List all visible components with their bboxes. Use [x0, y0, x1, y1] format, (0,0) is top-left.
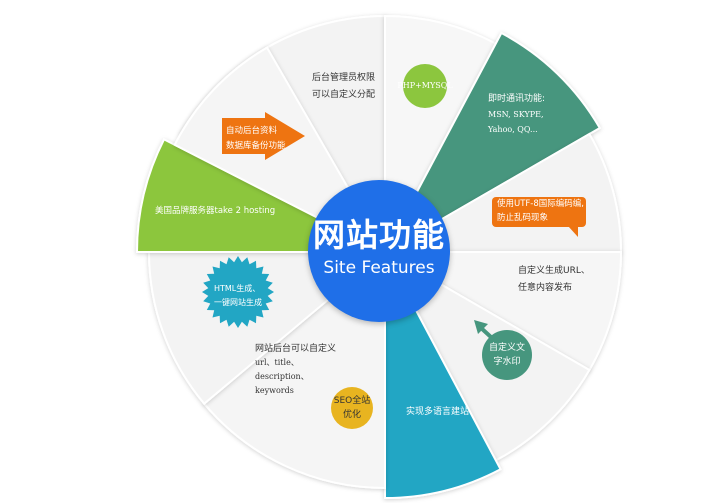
watermark-line-2: 字水印	[493, 357, 521, 367]
html-line-1: HTML生成、	[214, 284, 261, 293]
custom-line-4: keywords	[255, 386, 294, 395]
php-mysql-badge: PHP+MYSQL	[397, 64, 453, 108]
center-subtitle: Site Features	[323, 258, 435, 278]
multilang-segment	[384, 251, 502, 500]
seo-line-2: 优化	[342, 410, 361, 420]
im-line-1: 即时通讯功能:	[488, 94, 546, 104]
url-label: 自定义生成URL、 任意内容发布	[518, 263, 590, 297]
utf8-speech-bubble: 使用UTF-8国际编码编, 防止乱码现象	[492, 197, 586, 237]
custom-line-1: 网站后台可以自定义	[255, 344, 337, 354]
center-circle: 网站功能 Site Features	[308, 180, 450, 322]
orange-arrow-icon	[222, 112, 305, 160]
url-line-1: 自定义生成URL、	[518, 266, 590, 276]
im-segment	[382, 31, 602, 255]
backup-line-2: 数据库备份功能	[226, 141, 286, 151]
custom-line-2: url、title、	[255, 358, 299, 367]
im-line-2: MSN, SKYPE,	[488, 110, 544, 119]
html-label: HTML生成、 一键网站生成	[214, 282, 262, 310]
backup-line-1: 自动后台资料	[226, 126, 278, 136]
url-line-2: 任意内容发布	[518, 283, 573, 293]
custom-line-3: description、	[255, 372, 309, 381]
backup-label: 自动后台资料 数据库备份功能	[226, 124, 286, 154]
watermark-badge: 自定义文字水印	[482, 330, 532, 380]
utf8-line-1: 使用UTF-8国际编码编,	[497, 199, 584, 209]
admin-line-2: 可以自定义分配	[312, 90, 376, 100]
seo-badge: SEO全站优化	[331, 387, 373, 429]
center-title: 网站功能	[312, 216, 445, 254]
php-mysql-label: PHP+MYSQL	[397, 81, 453, 90]
hosting-label: 美国品牌服务器take 2 hosting	[155, 206, 276, 216]
admin-line-1: 后台管理员权限	[312, 73, 376, 83]
utf8-line-2: 防止乱码现象	[497, 213, 549, 223]
custom-seo-segment	[202, 249, 386, 490]
html-line-2: 一键网站生成	[214, 298, 262, 307]
multilang-label: 实现多语言建站	[406, 407, 470, 417]
im-line-3: Yahoo, QQ...	[488, 125, 538, 134]
watermark-line-1: 自定义文	[488, 343, 525, 353]
custom-seo-label: 网站后台可以自定义 url、title、 description、 keywor…	[255, 342, 336, 398]
im-label: 即时通讯功能: MSN, SKYPE, Yahoo, QQ...	[488, 92, 545, 137]
seo-line-1: SEO全站	[333, 396, 371, 406]
admin-label: 后台管理员权限 可以自定义分配	[312, 70, 375, 104]
url-segment	[381, 251, 623, 372]
starburst-badge-icon	[202, 256, 274, 328]
